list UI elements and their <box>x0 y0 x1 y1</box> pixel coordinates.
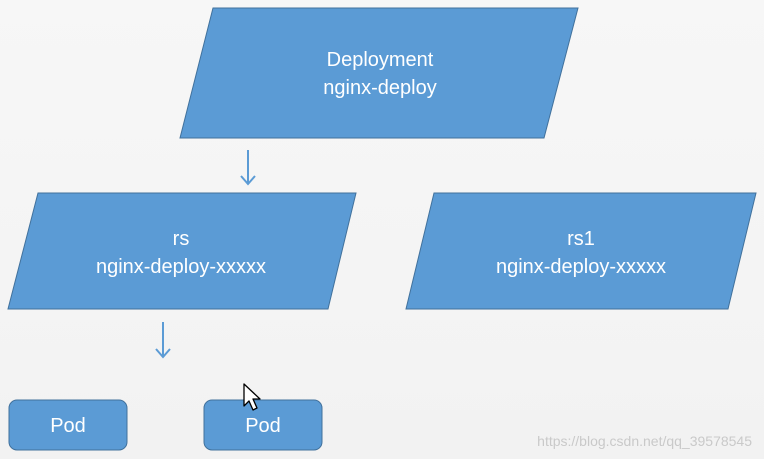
rs-name: nginx-deploy-xxxxx <box>96 256 266 278</box>
pod-label: Pod <box>245 415 281 437</box>
deployment-name: nginx-deploy <box>323 77 436 99</box>
rs1-node: rs1 nginx-deploy-xxxxx <box>405 192 757 310</box>
pod-node-left: Pod <box>8 399 128 451</box>
rs1-shape <box>405 192 757 310</box>
watermark-text: https://blog.csdn.net/qq_39578545 <box>537 433 752 449</box>
mouse-pointer-icon <box>243 383 261 411</box>
pod-label: Pod <box>50 415 86 437</box>
rs1-name: nginx-deploy-xxxxx <box>496 256 666 278</box>
pod-shape <box>203 399 323 451</box>
rs-node: rs nginx-deploy-xxxxx <box>7 192 357 310</box>
rs-title: rs <box>173 228 190 250</box>
rs1-title: rs1 <box>567 228 595 250</box>
deployment-title: Deployment <box>327 49 434 71</box>
deployment-node: Deployment nginx-deploy <box>179 7 579 139</box>
deployment-shape <box>179 7 579 139</box>
pod-shape <box>8 399 128 451</box>
arrow-down-icon <box>240 150 256 186</box>
arrow-down-icon <box>155 322 171 359</box>
rs-shape <box>7 192 357 310</box>
pod-node-right: Pod <box>203 399 323 451</box>
